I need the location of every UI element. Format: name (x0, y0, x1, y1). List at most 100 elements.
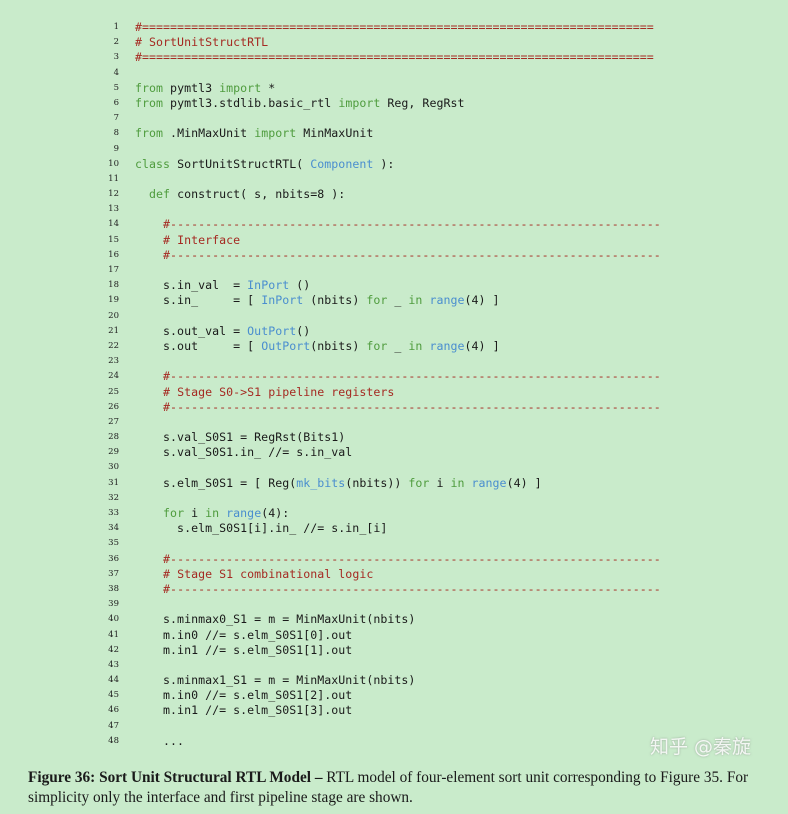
code-keyword: def (149, 187, 171, 202)
code-token (135, 400, 163, 414)
code-token: (4) ] (464, 338, 500, 353)
line-number: 46 (108, 705, 119, 716)
code-line: 9 (0, 142, 788, 157)
line-number: 30 (108, 462, 119, 473)
line-number: 22 (108, 340, 119, 351)
code-line: 47 (0, 719, 788, 734)
code-text: #---------------------------------------… (135, 217, 661, 232)
code-line: 2# SortUnitStructRTL (0, 35, 788, 50)
code-keyword: import (338, 95, 381, 110)
line-number: 44 (108, 675, 119, 686)
code-keyword: import (254, 126, 297, 141)
code-token (135, 369, 163, 383)
line-number: 21 (108, 325, 119, 336)
code-token: Reg, RegRst (380, 95, 465, 110)
code-text: #---------------------------------------… (135, 400, 661, 415)
code-keyword: from (135, 126, 164, 141)
code-line: 11 (0, 172, 788, 187)
code-line: 35 (0, 536, 788, 551)
code-line: 27 (0, 415, 788, 430)
line-number: 17 (108, 265, 119, 275)
code-token: m.in1 //= s.elm_S0S1[1].out (135, 642, 353, 657)
line-number: 37 (108, 568, 119, 579)
code-text: s.out_val = OutPort() (135, 324, 310, 339)
code-token: s.val_S0S1 = RegRst(Bits1) (135, 430, 346, 445)
code-comment: #=======================================… (135, 50, 654, 65)
code-text: #---------------------------------------… (135, 552, 661, 567)
code-builtin: mk_bits (296, 475, 346, 490)
code-keyword: for (366, 293, 388, 308)
code-line: 29 s.val_S0S1.in_ //= s.in_val (0, 445, 788, 460)
code-line: 26 #------------------------------------… (0, 400, 788, 415)
code-comment: #---------------------------------------… (163, 551, 661, 566)
code-token: s.minmax1_S1 = m = MinMaxUnit(nbits) (135, 673, 416, 688)
code-text: class SortUnitStructRTL( Component ): (135, 157, 394, 172)
code-line: 19 s.in_ = [ InPort (nbits) for _ in ran… (0, 293, 788, 308)
code-line: 37 # Stage S1 combinational logic (0, 567, 788, 582)
code-keyword: for (163, 506, 185, 520)
code-text: s.in_val = InPort () (135, 278, 310, 293)
code-line: 31 s.elm_S0S1 = [ Reg(mk_bits(nbits)) fo… (0, 476, 788, 491)
line-number: 27 (108, 416, 119, 427)
code-text: #=======================================… (135, 50, 654, 65)
line-number: 48 (108, 735, 119, 746)
code-token (135, 582, 163, 596)
code-token: s.in_ = [ (135, 293, 262, 308)
code-keyword: for (366, 338, 388, 353)
code-builtin: OutPort (261, 338, 311, 353)
code-line: 16 #------------------------------------… (0, 248, 788, 263)
code-line: 45 m.in0 //= s.elm_S0S1[2].out (0, 688, 788, 703)
line-number: 20 (108, 310, 119, 321)
line-number: 36 (108, 553, 119, 564)
code-keyword: from (135, 95, 164, 110)
code-builtin: range (429, 293, 465, 308)
line-number: 8 (113, 128, 119, 139)
code-keyword: for (408, 475, 430, 490)
code-token: s.elm_S0S1 = [ Reg( (135, 475, 297, 490)
code-line: 3#======================================… (0, 50, 788, 65)
code-builtin: range (226, 506, 262, 520)
code-token: s.in_val = (135, 278, 248, 293)
caption-label: Figure 36: Sort Unit Structural RTL Mode… (28, 769, 323, 786)
code-builtin: range (471, 475, 507, 490)
code-token (135, 567, 163, 581)
code-line: 33 for i in range(4): (0, 506, 788, 521)
line-number: 40 (108, 614, 119, 625)
code-token (135, 506, 163, 520)
code-comment: #---------------------------------------… (163, 247, 661, 262)
code-token (465, 476, 472, 490)
line-number: 32 (108, 492, 119, 503)
line-number: 23 (108, 356, 119, 367)
code-builtin: InPort (261, 293, 304, 308)
line-number: 12 (108, 189, 119, 200)
code-comment: # Stage S0->S1 pipeline registers (163, 384, 395, 399)
code-line: 12 def construct( s, nbits=8 ): (0, 187, 788, 202)
code-line: 42 m.in1 //= s.elm_S0S1[1].out (0, 643, 788, 658)
code-listing: 1#======================================… (0, 20, 788, 749)
code-line: 25 # Stage S0->S1 pipeline registers (0, 385, 788, 400)
code-line: 40 s.minmax0_S1 = m = MinMaxUnit(nbits) (0, 612, 788, 627)
code-line: 17 (0, 263, 788, 278)
code-text: #---------------------------------------… (135, 582, 661, 597)
line-number: 35 (108, 538, 119, 549)
code-line: 32 (0, 491, 788, 506)
line-number: 2 (113, 37, 119, 48)
code-text: #---------------------------------------… (135, 369, 661, 384)
watermark: 知乎 @秦旋 (650, 736, 752, 758)
code-text: m.in0 //= s.elm_S0S1[2].out (135, 688, 352, 703)
code-token: (4) ] (464, 293, 500, 308)
code-comment: # Stage S1 combinational logic (163, 566, 374, 581)
code-line: 15 # Interface (0, 233, 788, 248)
line-number: 18 (108, 280, 119, 291)
code-token: * (261, 80, 276, 95)
code-token: () (289, 278, 311, 293)
code-keyword: import (219, 80, 262, 95)
line-number: 41 (108, 629, 119, 640)
code-token: (nbits) (310, 338, 367, 353)
code-token (135, 217, 163, 231)
code-builtin: OutPort (247, 323, 297, 338)
code-token: s.out_val = (135, 323, 248, 338)
